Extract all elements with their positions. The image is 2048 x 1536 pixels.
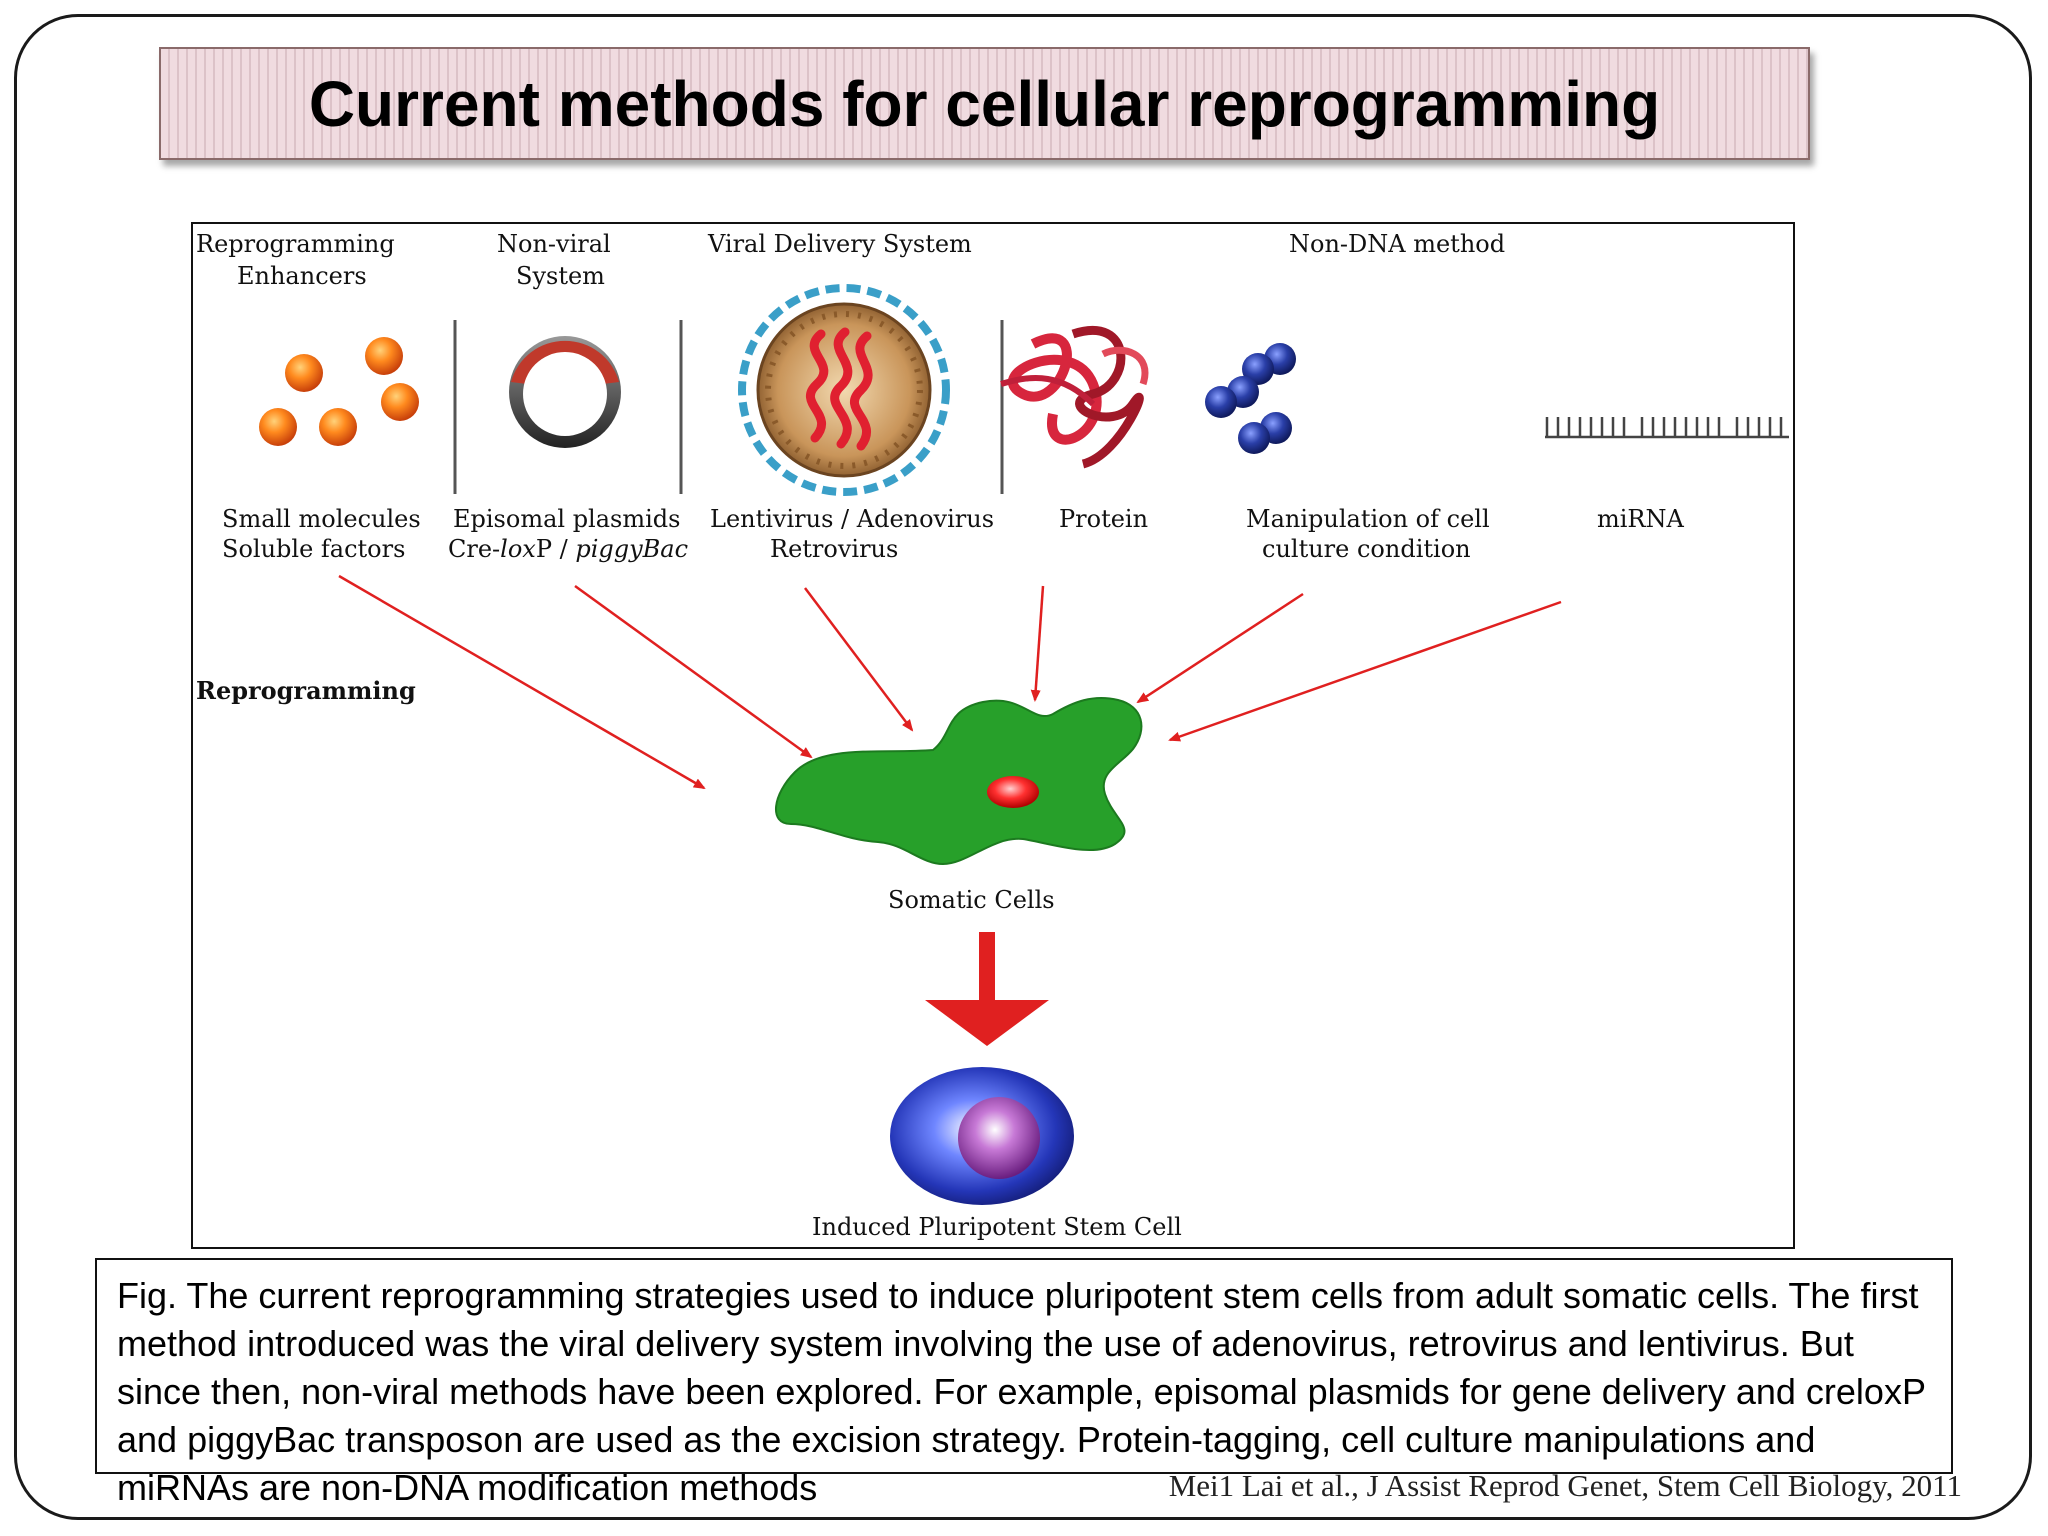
category-nonviral-label-2: System xyxy=(516,262,605,290)
small-molecules-icon xyxy=(259,337,419,446)
mirna-icon xyxy=(1545,417,1789,439)
title-banner: Current methods for cellular reprogrammi… xyxy=(159,47,1810,160)
ipsc-cell-icon xyxy=(890,1067,1074,1205)
reprogramming-figure: Reprogramming Enhancers Non-viral System… xyxy=(191,222,1795,1249)
item-episomal-label-1: Episomal plasmids xyxy=(453,505,680,533)
category-nonviral-label-1: Non-viral xyxy=(497,230,611,258)
ipsc-label: Induced Pluripotent Stem Cell xyxy=(812,1213,1182,1241)
arrow-culture xyxy=(1136,592,1304,704)
item-lentivirus-label-1: Lentivirus / Adenovirus xyxy=(710,505,994,533)
item-culture-label-1: Manipulation of cell xyxy=(1246,505,1490,533)
item-protein-label: Protein xyxy=(1059,505,1148,533)
convergence-arrows xyxy=(338,574,1562,790)
item-culture-label-2: culture condition xyxy=(1262,535,1471,563)
somatic-cell-icon xyxy=(775,696,1143,866)
protein-icon xyxy=(1000,326,1149,469)
somatic-cells-label: Somatic Cells xyxy=(888,886,1055,914)
category-enhancers-label-2: Enhancers xyxy=(237,262,367,290)
citation: Mei1 Lai et al., J Assist Reprod Genet, … xyxy=(1168,1468,1962,1503)
item-small-molecules-label-2: Soluble factors xyxy=(222,535,405,563)
arrow-small-molecules xyxy=(338,574,706,790)
figure-caption-box: Fig. The current reprogramming strategie… xyxy=(95,1258,1953,1508)
item-lentivirus-label-2: Retrovirus xyxy=(770,535,898,563)
arrow-protein xyxy=(1030,585,1045,702)
process-reprogramming-label: Reprogramming xyxy=(196,676,416,705)
virus-icon xyxy=(738,284,950,496)
arrow-viral xyxy=(804,587,914,732)
item-mirna-label: miRNA xyxy=(1597,505,1685,533)
category-viral-label: Viral Delivery System xyxy=(707,230,972,258)
arrow-mirna xyxy=(1168,600,1562,742)
category-nondna-label: Non-DNA method xyxy=(1289,230,1505,258)
item-episomal-label-2: Cre-loxP / piggyBac xyxy=(448,535,688,563)
item-small-molecules-label-1: Small molecules xyxy=(222,505,421,533)
cell-culture-molecules-icon xyxy=(1205,343,1296,454)
slide-frame xyxy=(14,14,2032,1520)
category-enhancers-label-1: Reprogramming xyxy=(196,230,395,258)
plasmid-icon xyxy=(509,336,621,448)
arrow-episomal xyxy=(574,584,813,759)
figure-caption: Fig. The current reprogramming strategie… xyxy=(117,1275,1926,1508)
down-arrow-icon xyxy=(925,932,1049,1046)
slide-title: Current methods for cellular reprogrammi… xyxy=(308,68,1661,140)
